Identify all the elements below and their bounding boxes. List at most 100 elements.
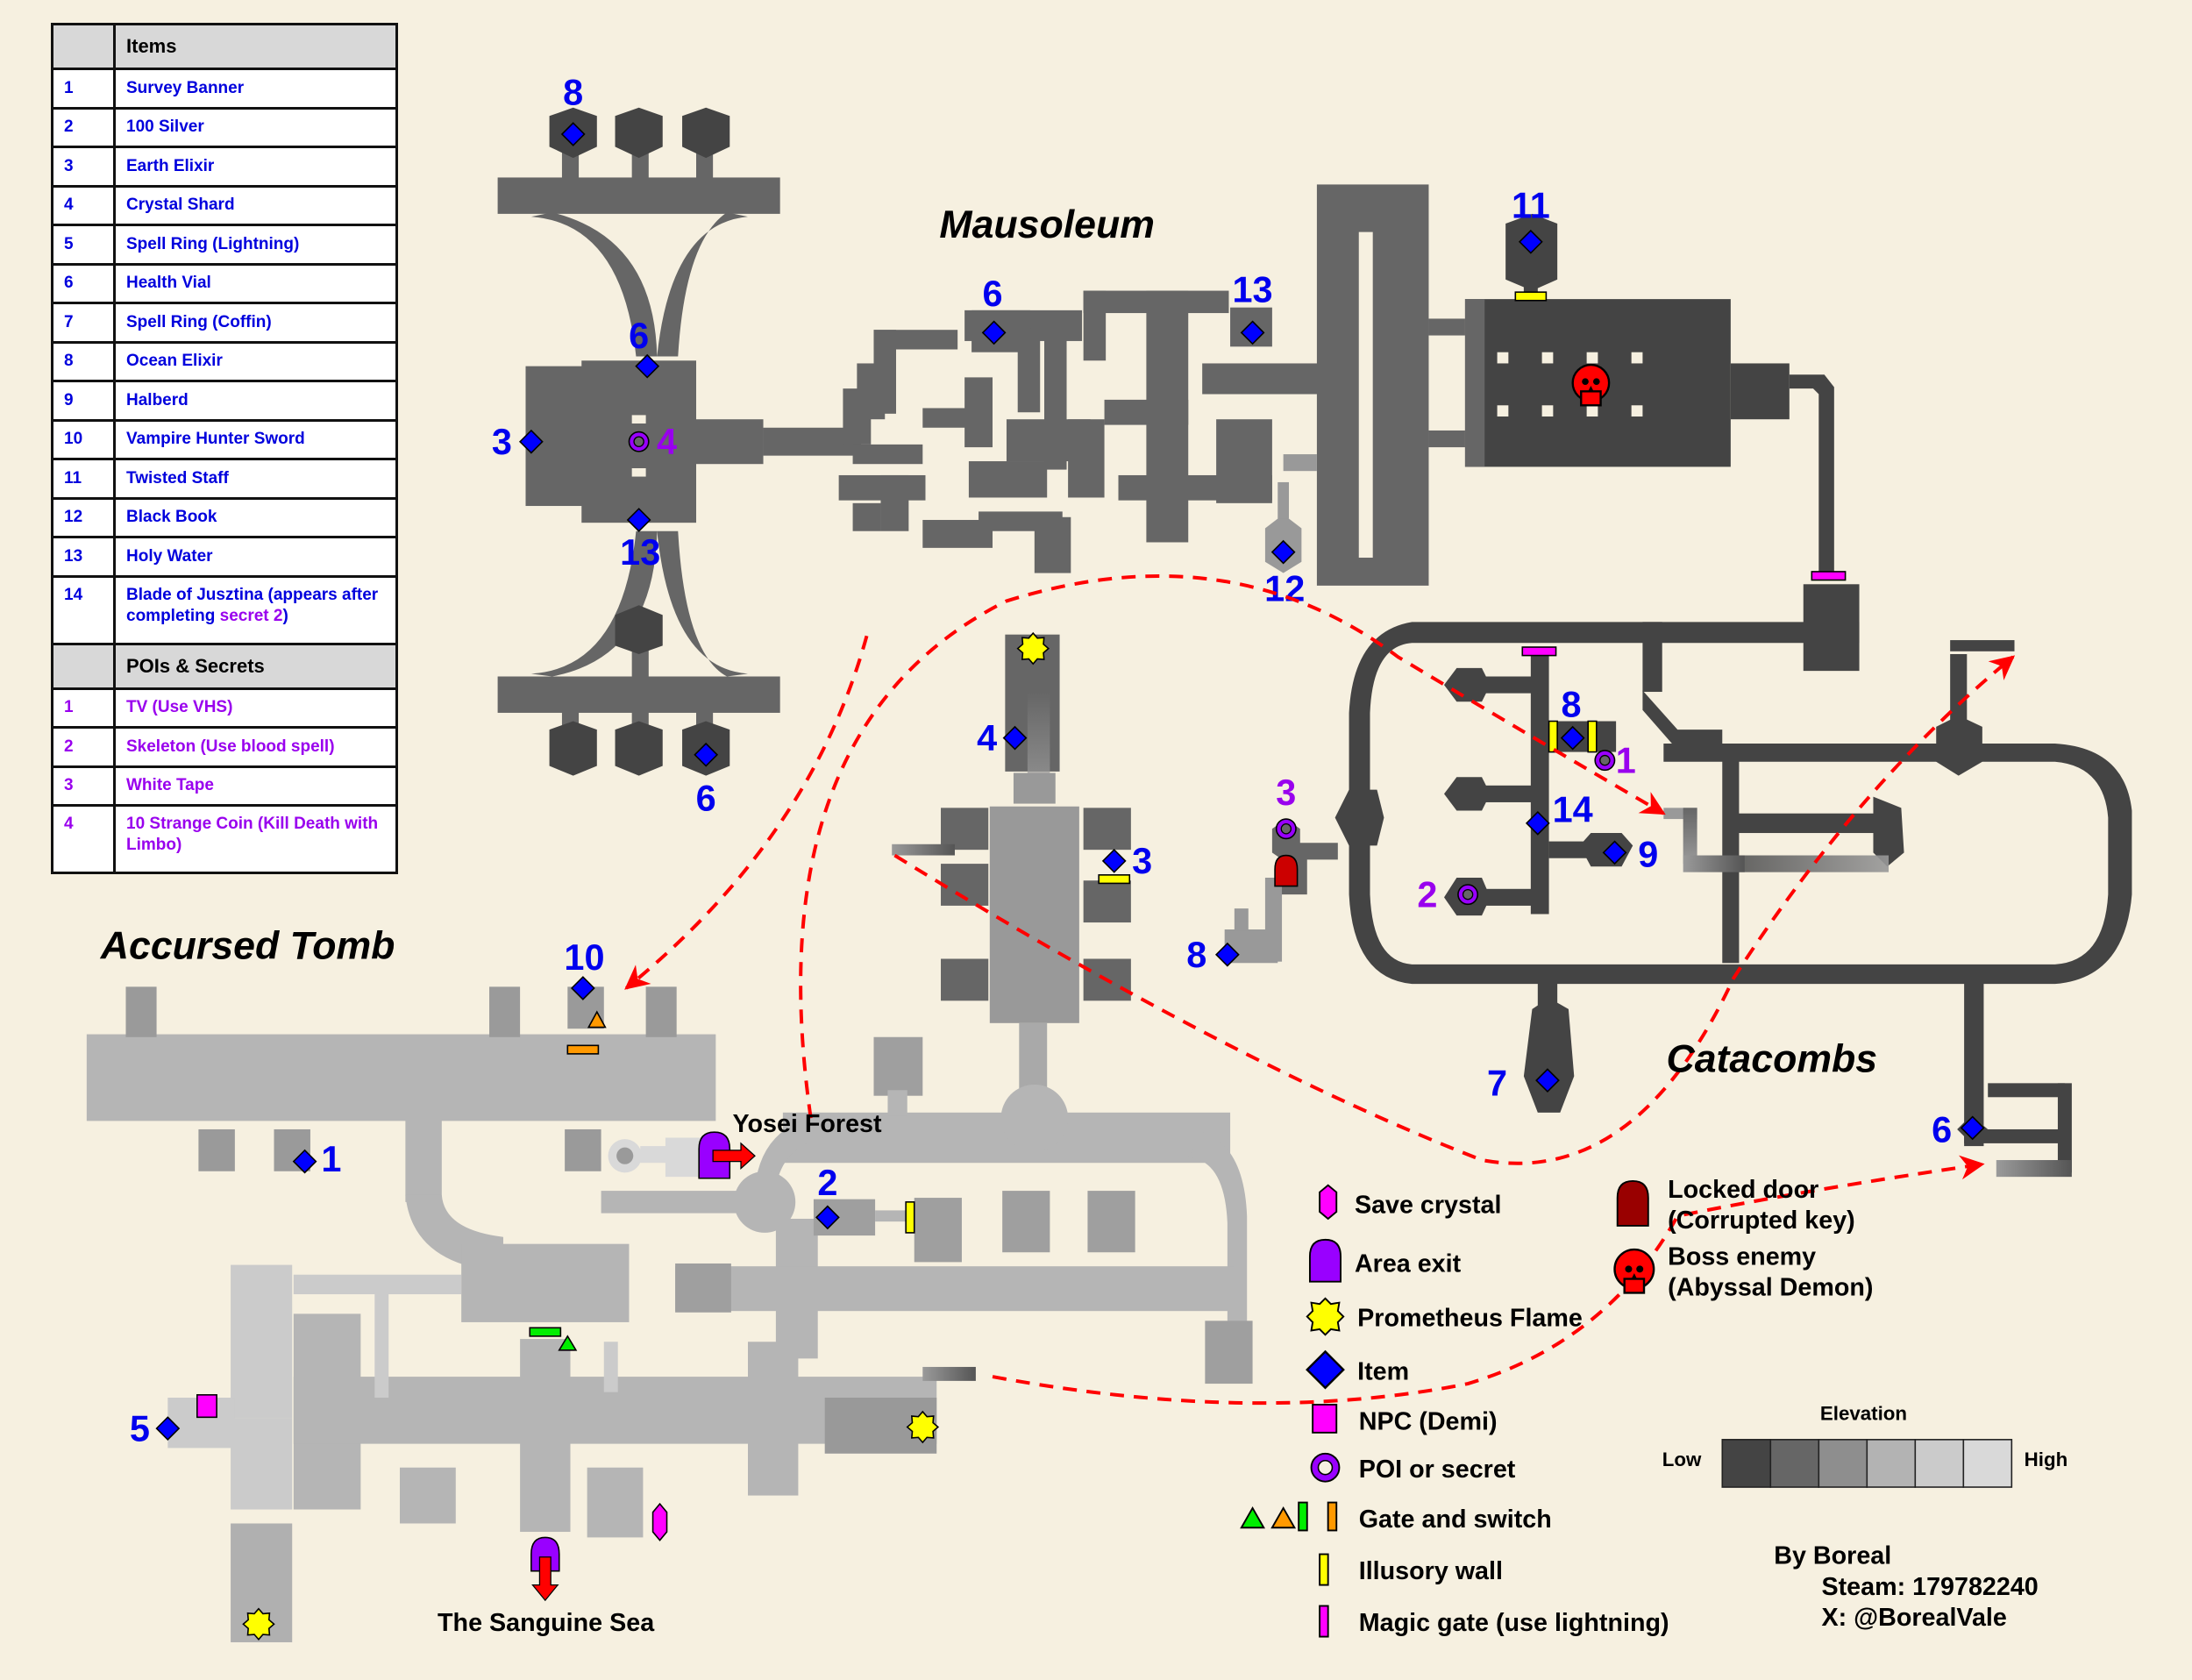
poi-number-label: 3 bbox=[1276, 772, 1296, 813]
header-num-cell bbox=[51, 23, 116, 70]
item-number-label: 8 bbox=[563, 72, 583, 113]
item-number-label: 6 bbox=[629, 315, 649, 356]
symbol-legend: Save crystal Area exit Prometheus Flame … bbox=[1240, 1176, 1873, 1638]
route-arrow bbox=[799, 573, 1666, 1119]
save-crystal-icon bbox=[651, 1502, 668, 1541]
area-exit-sanguine-icon bbox=[530, 1536, 560, 1602]
item-name: Twisted Staff bbox=[113, 458, 398, 500]
npc-legend-icon bbox=[1312, 1404, 1338, 1434]
item-number: 7 bbox=[51, 302, 116, 344]
poi-ring-center bbox=[633, 436, 644, 447]
item-number-label: 9 bbox=[1638, 833, 1658, 874]
item-diamond-icon bbox=[815, 1205, 840, 1230]
legend-npc: NPC (Demi) bbox=[1359, 1408, 1498, 1436]
item-name: Holy Water bbox=[113, 536, 398, 578]
legend-gate-switch: Gate and switch bbox=[1359, 1506, 1552, 1534]
legend-boss-1: Boss enemy bbox=[1668, 1243, 1816, 1271]
item-number-label: 6 bbox=[1932, 1108, 1952, 1150]
item-diamond-icon bbox=[292, 1149, 317, 1174]
green-gate-legend-icon bbox=[1298, 1501, 1308, 1532]
item-name: Ocean Elixir bbox=[113, 340, 398, 382]
item-diamond-icon bbox=[1002, 725, 1028, 751]
item-number-label: 13 bbox=[1233, 268, 1273, 310]
poi-number: 1 bbox=[51, 687, 116, 729]
item-number: 11 bbox=[51, 458, 116, 500]
item-diamond-icon bbox=[1270, 539, 1296, 565]
orange-switch-legend-icon bbox=[1270, 1506, 1297, 1529]
item-number-label: 2 bbox=[817, 1162, 837, 1203]
accursed-tomb-upper bbox=[86, 986, 716, 1322]
poi-number: 2 bbox=[51, 726, 116, 768]
legend-area-exit: Area exit bbox=[1355, 1250, 1462, 1278]
region-title-accursed-tomb: Accursed Tomb bbox=[100, 924, 395, 967]
green-switch-legend-icon bbox=[1240, 1506, 1265, 1529]
route-arrows bbox=[624, 573, 2016, 1406]
elevation-scale: Elevation Low High bbox=[1662, 1403, 2067, 1488]
item-diamond-icon bbox=[635, 353, 660, 379]
header-num-cell bbox=[51, 642, 116, 690]
exit-label-sanguine-sea: The Sanguine Sea bbox=[438, 1609, 655, 1637]
item-diamond-icon bbox=[1535, 1068, 1560, 1093]
elevation-low: Low bbox=[1662, 1449, 1702, 1470]
elevation-swatch bbox=[1769, 1439, 1820, 1488]
elevation-high: High bbox=[2025, 1449, 2068, 1470]
credits-by: By Boreal bbox=[1774, 1542, 1891, 1570]
save-crystal-legend-icon bbox=[1319, 1184, 1338, 1221]
credits-x: X: @BorealVale bbox=[1821, 1604, 2006, 1632]
item-name: Health Vial bbox=[113, 262, 398, 304]
locked-door-icon bbox=[1274, 854, 1299, 887]
item-number-label: 5 bbox=[130, 1407, 150, 1449]
credits: By Boreal Steam: 179782240 X: @BorealVal… bbox=[1774, 1542, 2038, 1632]
item-number-label: 4 bbox=[977, 717, 997, 758]
exit-label-yosei-forest: Yosei Forest bbox=[732, 1110, 882, 1138]
item-number: 3 bbox=[51, 146, 116, 188]
area-exit-yosei-icon bbox=[698, 1131, 756, 1179]
region-title-catacombs: Catacombs bbox=[1667, 1038, 1878, 1081]
item-diamond-icon bbox=[1101, 849, 1127, 873]
credits-steam: Steam: 179782240 bbox=[1821, 1573, 2038, 1601]
elevation-swatch bbox=[1866, 1439, 1917, 1488]
item-diamond-icon bbox=[1518, 229, 1543, 254]
elevation-swatches bbox=[1721, 1439, 2013, 1488]
item-diamond-icon bbox=[626, 508, 651, 532]
catacombs-map bbox=[1334, 584, 2132, 1178]
accursed-tomb-lower bbox=[167, 1264, 976, 1642]
route-arrow bbox=[893, 655, 2016, 1165]
magic-gate-legend-icon bbox=[1319, 1605, 1329, 1638]
elevation-swatch bbox=[1914, 1439, 1965, 1488]
poi-number: 4 bbox=[51, 804, 116, 874]
region-title-mausoleum: Mausoleum bbox=[939, 203, 1155, 246]
item-name: Vampire Hunter Sword bbox=[113, 418, 398, 460]
item-number: 8 bbox=[51, 340, 116, 382]
item-diamond-icon bbox=[981, 320, 1007, 345]
item-number-label: 3 bbox=[492, 421, 512, 462]
item-number: 4 bbox=[51, 184, 116, 226]
elevation-title: Elevation bbox=[1820, 1403, 1907, 1425]
route-arrow bbox=[624, 635, 869, 990]
item-number: 6 bbox=[51, 262, 116, 304]
item-diamond-icon bbox=[1960, 1115, 1985, 1141]
npc-demi-icon bbox=[196, 1394, 217, 1419]
legend-locked-door-1: Locked door bbox=[1668, 1176, 1818, 1204]
legend-poi: POI or secret bbox=[1359, 1456, 1516, 1484]
flame-legend-icon bbox=[1306, 1297, 1345, 1336]
item-diamond-icon bbox=[1240, 320, 1265, 345]
illusory-wall-legend-icon bbox=[1319, 1553, 1329, 1586]
item-diamond-icon bbox=[570, 976, 595, 1000]
item-number-label: 11 bbox=[1512, 185, 1550, 226]
yosei-forest-exit-corridor bbox=[608, 1137, 708, 1178]
poi-number-label: 4 bbox=[657, 421, 677, 462]
legend-boss-2: (Abyssal Demon) bbox=[1668, 1274, 1873, 1302]
elevation-swatch bbox=[1721, 1439, 1772, 1488]
